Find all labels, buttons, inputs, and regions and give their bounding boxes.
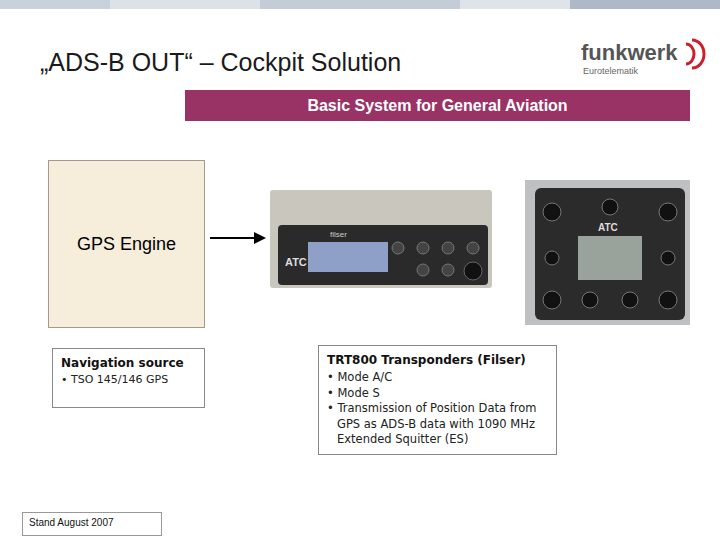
signal-arrow	[210, 237, 256, 239]
bullet-text: • Mode A/C	[327, 370, 548, 386]
source-box: Navigation source • TSO 145/146 GPS	[52, 348, 205, 408]
logo-subtext: Eurotelematik	[583, 66, 638, 76]
transponder-display	[578, 236, 642, 280]
brand-label: filser	[330, 230, 347, 239]
logo-arc	[686, 44, 694, 64]
node-heading: TRT800 Transponders (Filser)	[327, 352, 548, 368]
logo-text: funkwerk	[581, 40, 678, 66]
transponder-box: TRT800 Transponders (Filser)• Mode A/C• …	[318, 345, 557, 455]
panel-label: ATC	[285, 256, 307, 268]
header-stripe	[570, 0, 720, 9]
node-heading: Stand August 2007	[29, 516, 155, 530]
transponder-housing	[525, 180, 690, 325]
gps-box: GPS Engine	[48, 160, 205, 328]
header-stripe	[260, 0, 460, 9]
node-heading: Navigation source	[61, 355, 196, 371]
logo-arc	[692, 40, 704, 68]
transponder-front	[278, 225, 488, 285]
transponder-housing	[270, 190, 492, 288]
header-stripe	[460, 0, 570, 9]
node-heading: GPS Engine	[77, 232, 176, 256]
panel-label: ATC	[598, 222, 618, 233]
transponder-front	[535, 188, 685, 320]
header-stripe	[0, 0, 110, 9]
transponder-display	[308, 242, 388, 272]
slide-title: „ADS-B OUT“ – Cockpit Solution	[40, 48, 401, 77]
bullet-text: • Mode S	[327, 386, 548, 402]
header-stripe	[110, 0, 260, 9]
bullet-text: • TSO 145/146 GPS	[61, 373, 196, 388]
bullet-text: • Transmission of Position Data from GPS…	[327, 401, 548, 448]
arrow-head	[254, 232, 266, 244]
node-heading: Basic System for General Aviation	[307, 95, 567, 117]
date-box: Stand August 2007	[22, 512, 162, 536]
subtitle-band: Basic System for General Aviation	[185, 90, 690, 121]
